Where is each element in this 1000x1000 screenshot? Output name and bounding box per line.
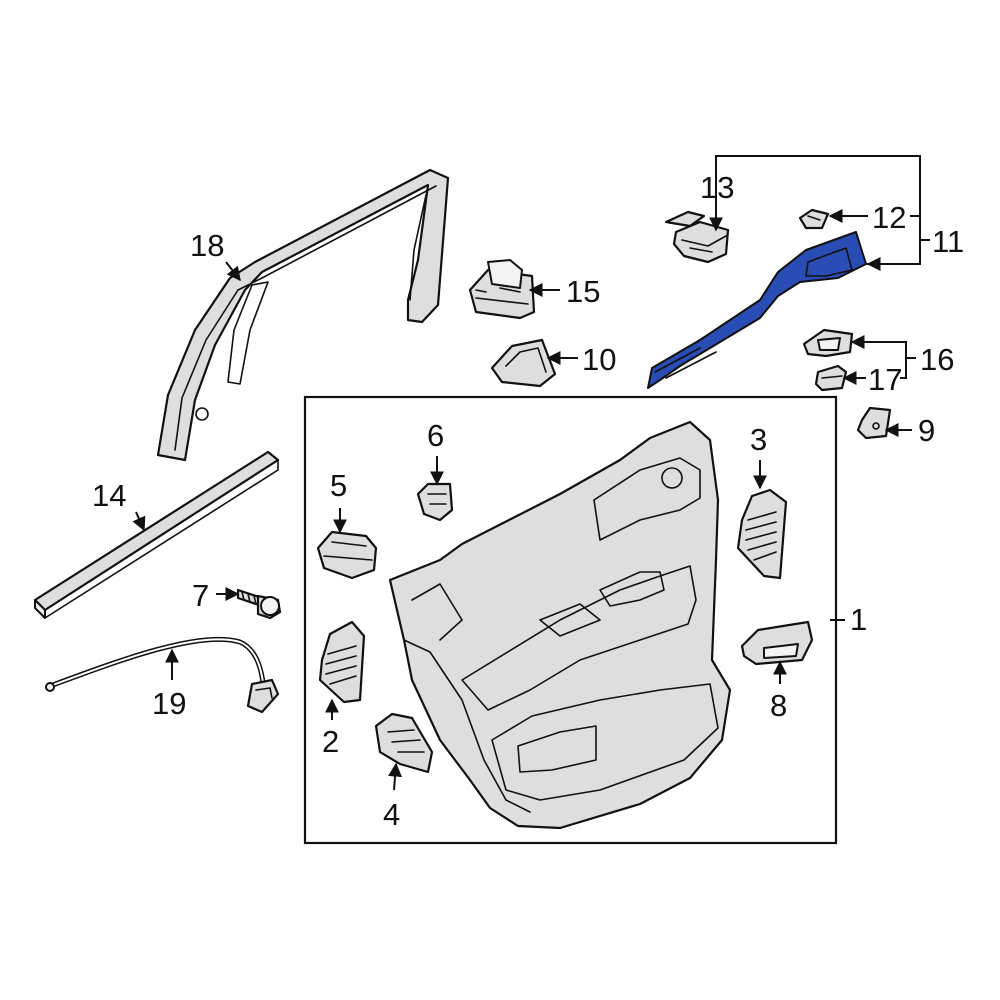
callout-14: 14 — [92, 478, 126, 513]
callout-9: 9 — [918, 413, 935, 448]
leader-lines — [132, 206, 912, 791]
part-10-cover[interactable] — [490, 338, 557, 388]
part-15-switch[interactable] — [468, 259, 536, 320]
part-17-connector[interactable] — [814, 364, 848, 392]
callout-11: 11 — [932, 224, 964, 259]
part-2-bracket[interactable] — [318, 620, 366, 704]
part-3-bracket[interactable] — [736, 488, 788, 580]
part-7-bolt[interactable] — [236, 588, 282, 620]
part-11-trim-highlighted[interactable] — [647, 231, 867, 389]
callout-5: 5 — [330, 468, 347, 503]
bracket-11 — [715, 155, 930, 271]
part-4-bracket[interactable] — [374, 712, 434, 774]
callout-12: 12 — [872, 200, 906, 235]
callout-8: 8 — [770, 688, 787, 723]
callout-16: 16 — [920, 342, 954, 377]
callout-7: 7 — [192, 578, 209, 613]
part-1-door-trim-panel[interactable] — [388, 420, 732, 830]
part-9-bumper[interactable] — [856, 406, 892, 440]
part-12-clip[interactable] — [798, 208, 830, 230]
part-6-clip[interactable] — [416, 482, 454, 522]
callout-labels: 1 2 3 4 5 6 7 8 9 10 11 12 13 14 15 16 1… — [92, 170, 964, 832]
callout-19: 19 — [152, 686, 186, 721]
callout-10: 10 — [582, 342, 616, 377]
callout-18: 18 — [190, 228, 224, 263]
part-13-clip[interactable] — [664, 210, 730, 264]
callout-15: 15 — [566, 274, 600, 309]
callout-13: 13 — [700, 170, 734, 205]
part-5-bracket[interactable] — [316, 530, 378, 580]
part-14-belt-weatherstrip[interactable] — [33, 450, 280, 619]
callout-4: 4 — [383, 797, 400, 832]
callout-2: 2 — [322, 724, 339, 759]
part-16-bezel[interactable] — [802, 328, 854, 358]
part-19-cable[interactable] — [45, 636, 280, 714]
callout-3: 3 — [750, 422, 767, 457]
callout-6: 6 — [427, 418, 444, 453]
callout-17: 17 — [868, 362, 902, 397]
part-18-window-molding[interactable] — [156, 168, 450, 462]
bracket-16 — [850, 335, 916, 379]
callout-1: 1 — [850, 602, 867, 637]
part-8-switch-bezel[interactable] — [740, 620, 814, 666]
